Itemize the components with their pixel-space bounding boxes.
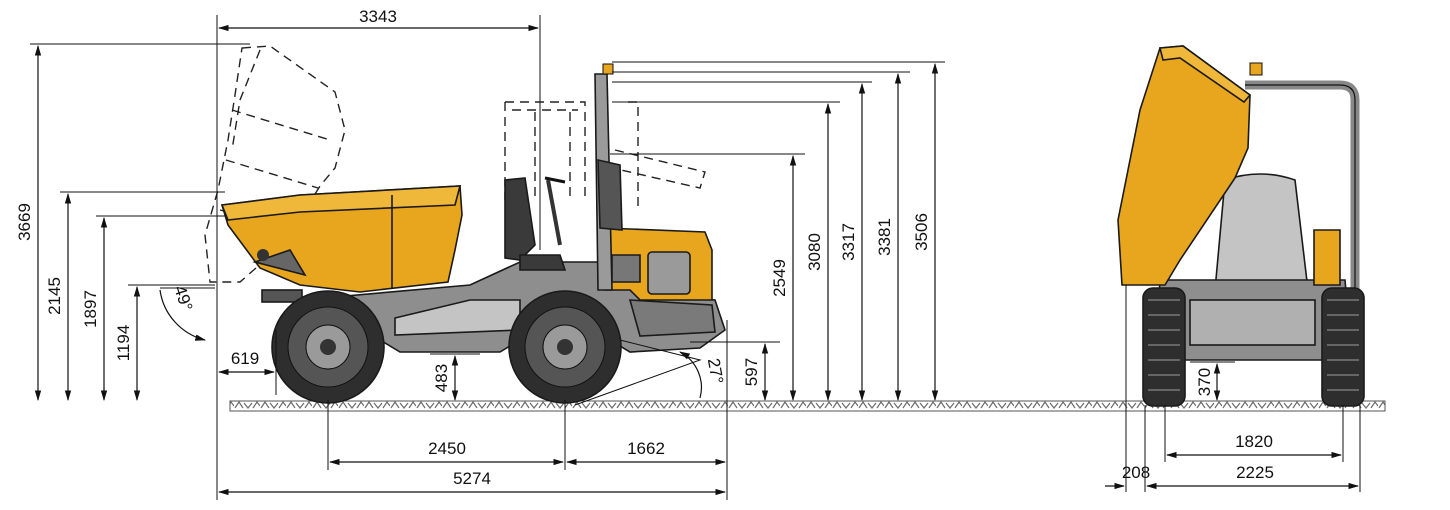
ground-line	[229, 400, 1386, 412]
dim-beacon-height-b: 3506	[912, 213, 931, 251]
front-wheel	[271, 290, 385, 404]
rear-view-dumper	[1117, 45, 1365, 407]
rear-view-dimensions: 370 1820 2225 208	[1105, 285, 1361, 492]
dim-rear-ground-clearance: 370	[1195, 368, 1214, 396]
dim-max-height: 3669	[15, 203, 34, 241]
dim-dump-height: 1194	[114, 325, 133, 362]
dim-beacon-height-a: 3381	[875, 218, 894, 256]
operator-seat	[504, 176, 567, 271]
dim-ground-clearance: 483	[432, 364, 451, 392]
rops-frame	[594, 63, 623, 291]
dim-rops-height: 3317	[839, 223, 858, 261]
dim-wheelbase: 2450	[428, 439, 466, 458]
dim-rops-folded-height: 3080	[805, 233, 824, 271]
dim-skip-lip-height: 1897	[81, 290, 100, 328]
dim-dump-clearance: 619	[231, 349, 259, 368]
dim-departure-angle: 27°	[704, 357, 727, 386]
skip-lowered	[220, 185, 463, 293]
rear-wheel	[508, 290, 622, 404]
dim-track-width: 1820	[1235, 432, 1273, 451]
warning-beacon-icon	[602, 63, 614, 75]
dim-rear-height: 597	[742, 358, 761, 386]
warning-beacon-icon	[1249, 62, 1263, 76]
dim-rear-overhang: 1662	[627, 439, 665, 458]
dim-overall-length: 5274	[453, 469, 491, 488]
dim-side-offset: 208	[1122, 463, 1150, 482]
dim-overall-width: 2225	[1236, 463, 1274, 482]
side-view-dimensions: 3343 3669 2145 1897 1194 49° 619 483 597	[15, 7, 945, 500]
wheel-rim-icon	[542, 324, 588, 370]
dim-dump-reach: 3343	[359, 7, 397, 26]
wheel-rim-icon	[305, 324, 351, 370]
dim-seat-frame-height: 2549	[770, 259, 789, 297]
engine-hood	[604, 227, 713, 301]
side-view-dumper	[204, 45, 726, 406]
dim-skip-pivot-height: 2145	[45, 277, 64, 315]
